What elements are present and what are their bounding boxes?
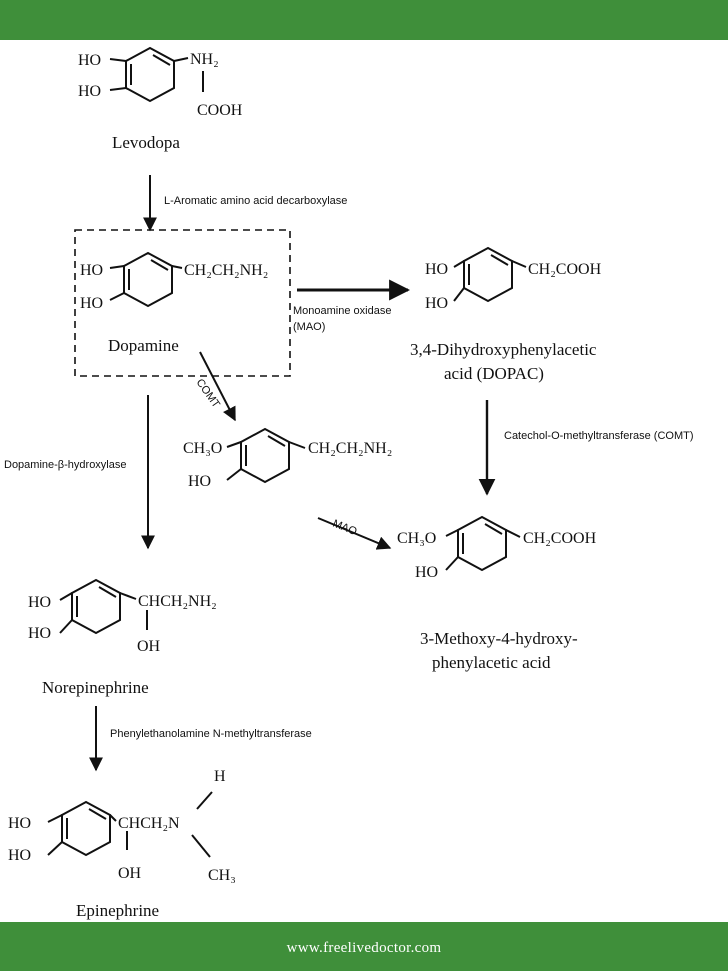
enzyme-mao-1-line2: (MAO) [293,321,325,333]
dopac-ho-2: HO [425,295,448,312]
catecholamine-pathway-diagram: HO HO NH₂ COOH Levodopa L-Aromatic amino… [4,46,694,920]
norepinephrine-oh: OH [137,638,161,655]
levodopa-cooh: COOH [197,102,243,119]
levodopa-structure: HO HO NH₂ COOH [78,46,243,119]
methoxytyramine-ho: HO [188,473,211,490]
dopamine-ho-2: HO [80,295,103,312]
dopac-ho-1: HO [425,261,448,278]
enzyme-dbh: Dopamine-β-hydroxylase [4,459,127,471]
top-green-bar [0,0,728,40]
hva-name-line1: 3-Methoxy-4-hydroxy- [420,629,578,648]
enzyme-comt-1: COMT [194,377,223,411]
norepinephrine-ho-1: HO [28,594,51,611]
methoxytyramine-ch3o: CH₃O [183,440,222,457]
dopamine-dashed-box [74,229,291,377]
dopamine-chain: CH₂CH₂NH₂ [184,262,268,279]
hva-name-line2: phenylacetic acid [432,653,551,672]
levodopa-name: Levodopa [112,133,180,152]
bottom-green-bar [0,922,728,971]
dopac-chain: CH₂COOH [528,261,602,278]
arrow-dopamine-to-methoxytyramine [199,351,236,422]
hva-ho: HO [415,564,438,581]
dopamine-ho-1: HO [80,262,103,279]
enzyme-aadc: L-Aromatic amino acid decarboxylase [164,195,347,207]
enzyme-comt-2: Catechol-O-methyltransferase (COMT) [504,430,694,442]
dopamine-name: Dopamine [108,336,179,355]
epinephrine-h: H [214,768,226,785]
hva-chain: CH₂COOH [523,530,597,547]
arrow-methoxytyramine-to-hva [317,517,392,550]
norepinephrine-name: Norepinephrine [42,678,149,697]
levodopa-nh2: NH₂ [190,51,219,68]
epinephrine-ho-1: HO [8,815,31,832]
dopamine-structure: HO HO CH₂CH₂NH₂ [80,251,268,312]
levodopa-ho-2: HO [78,83,101,100]
norepinephrine-chain: CHCH₂NH₂ [138,593,217,610]
enzyme-mao-2: MAO [331,518,359,539]
epinephrine-structure: HO HO CHCH₂N OH H CH₃ [8,768,236,884]
norepinephrine-ho-2: HO [28,625,51,642]
methoxytyramine-chain: CH₂CH₂NH₂ [308,440,392,457]
hva-structure: CH₃O HO CH₂COOH [397,515,597,581]
epinephrine-chain: CHCH₂N [118,815,180,832]
epinephrine-ch3: CH₃ [208,867,236,884]
norepinephrine-structure: HO HO CHCH₂NH₂ OH [28,578,217,655]
dopac-structure: HO HO CH₂COOH [425,246,602,312]
dopac-name-line1: 3,4-Dihydroxyphenylacetic [410,340,597,359]
enzyme-mao-1-line1: Monoamine oxidase [293,305,391,317]
epinephrine-name: Epinephrine [76,901,159,920]
epinephrine-oh: OH [118,865,142,882]
footer-url-text[interactable]: www.freelivedoctor.com [286,940,442,956]
enzyme-pnmt: Phenylethanolamine N-methyltransferase [110,728,312,740]
epinephrine-ho-2: HO [8,847,31,864]
methoxytyramine-structure: CH₃O HO CH₂CH₂NH₂ [183,427,392,490]
hva-ch3o: CH₃O [397,530,436,547]
dopac-name-line2: acid (DOPAC) [444,364,544,383]
levodopa-ho-1: HO [78,52,101,69]
